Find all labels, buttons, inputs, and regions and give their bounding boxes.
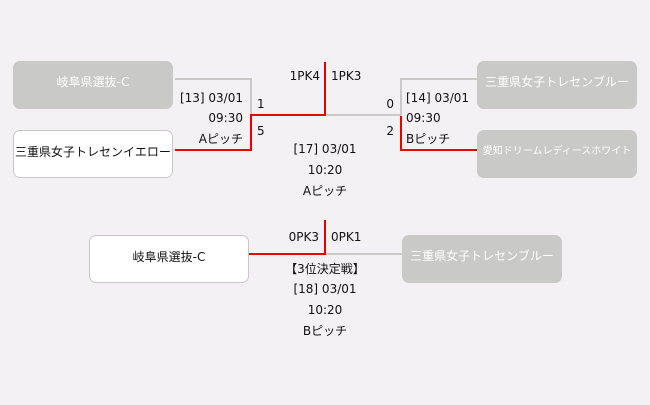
match-time: 10:20 [307,303,343,317]
match-id: [17] 03/01 [293,142,357,156]
team-name: 三重県女子トレセンブルー [410,249,554,263]
match-time: 09:30 [208,111,243,125]
bracket-line-winner [400,149,477,151]
match-title: 【3位決定戦】 [285,262,365,276]
score: 0PK1 [331,230,362,244]
match-pitch: Aピッチ [302,184,348,198]
match-id: [18] 03/01 [293,282,357,296]
match-time: 10:20 [307,163,343,177]
team-box[interactable]: 愛知ドリームレディースホワイト [477,130,637,178]
bracket-line [326,114,402,116]
bracket-line-winner [250,114,252,151]
score: 0PK3 [288,230,319,244]
bracket-line [400,78,477,80]
match-pitch: Aピッチ [198,132,243,146]
bracket-line [400,78,402,116]
team-name: 愛知ドリームレディースホワイト [482,146,632,157]
score: 1 [257,97,265,111]
score: 2 [386,124,394,138]
team-name: 三重県女子トレセンブルー [485,75,629,89]
team-box[interactable]: 岐阜県選抜-C [89,235,249,283]
bracket-line-winner [324,62,326,116]
bracket-line [175,78,252,80]
bracket-line-winner [175,149,252,151]
score: 1PK3 [331,69,362,83]
match-time: 09:30 [406,111,441,125]
team-box[interactable]: 三重県女子トレセンブルー [477,61,637,109]
team-name: 三重県女子トレセンイエロー [15,145,171,159]
bracket-line-winner [400,116,402,151]
match-pitch: Bピッチ [406,132,451,146]
team-name: 岐阜県選抜-C [132,250,206,264]
score: 0 [386,97,394,111]
bracket-line-winner [249,253,326,255]
match-id: [14] 03/01 [406,91,470,105]
match-id: [13] 03/01 [179,91,243,105]
team-name: 岐阜県選抜-C [56,75,130,89]
bracket-line [250,78,252,115]
team-box[interactable]: 岐阜県選抜-C [13,61,173,109]
bracket-line-winner [250,114,326,116]
team-box[interactable]: 三重県女子トレセンイエロー [13,130,173,178]
team-box[interactable]: 三重県女子トレセンブルー [402,235,562,283]
score: 1PK4 [289,69,320,83]
bracket-line [326,253,402,255]
bracket-line-winner [324,220,326,255]
match-pitch: Bピッチ [302,324,348,338]
score: 5 [257,124,265,138]
